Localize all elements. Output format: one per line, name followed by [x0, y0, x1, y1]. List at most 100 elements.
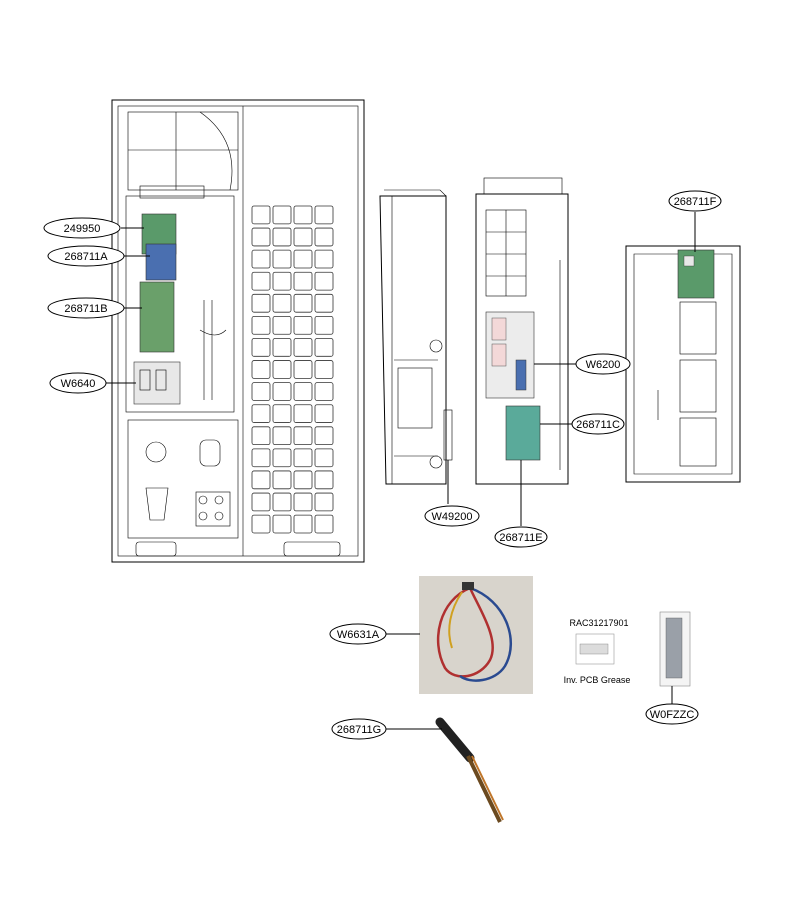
grid-cell	[293, 492, 313, 512]
grid-cell	[251, 404, 271, 423]
grid-cell	[272, 271, 292, 291]
grid-cell	[272, 249, 292, 269]
callout-268711e: 268711E	[494, 526, 548, 548]
side-panel-view	[379, 189, 453, 485]
grid-cell	[293, 382, 313, 401]
callout-label: 249950	[64, 223, 101, 235]
pcb-268711b	[139, 281, 175, 353]
grid-cell	[314, 293, 334, 313]
callout-label: W6631A	[337, 629, 380, 641]
grid-cell	[293, 426, 313, 446]
grid-cell	[293, 404, 313, 423]
grid-cell	[272, 426, 292, 446]
grid-cell	[314, 315, 334, 335]
temperature-sensor	[435, 717, 504, 823]
grid-cell	[251, 514, 271, 534]
pcb-268711f	[677, 249, 715, 299]
callout-w6631a: W6631A	[329, 623, 387, 645]
grid-cell	[293, 293, 313, 313]
grid-cell	[272, 338, 292, 357]
grid-cell	[272, 470, 292, 490]
grid-cell	[314, 271, 334, 291]
grid-cell	[314, 360, 334, 379]
grid-cell	[251, 448, 271, 468]
grid-cell	[272, 492, 292, 512]
grid-cell	[314, 205, 334, 225]
callout-label: 268711A	[64, 251, 108, 263]
pcb-268711c	[505, 405, 541, 461]
callout-268711b: 268711B	[47, 297, 125, 319]
grid-cell	[314, 426, 334, 446]
grid-cell	[314, 227, 334, 247]
grid-cell	[272, 360, 292, 379]
grid-cell	[251, 315, 271, 335]
callout-w6200: W6200	[575, 353, 631, 375]
callout-w0fzzc: W0FZZC	[645, 703, 699, 725]
grid-cell	[293, 360, 313, 379]
grid-cell	[251, 249, 271, 269]
callout-label: 268711G	[337, 724, 381, 736]
grid-cell	[251, 470, 271, 490]
callout-268711c: 268711C	[571, 413, 625, 435]
callout-label: W6640	[61, 378, 96, 390]
grid-cell	[272, 448, 292, 468]
grid-cell	[314, 338, 334, 357]
grid-cell	[251, 382, 271, 401]
grid-cell	[251, 426, 271, 446]
pcb-grease-item	[575, 633, 615, 665]
grid-cell	[314, 382, 334, 401]
callout-label: 268711B	[64, 303, 107, 315]
pcb-268711a	[145, 243, 177, 281]
grid-cell	[272, 205, 292, 225]
outdoor-unit-side-open-view	[475, 177, 569, 485]
grid-cell	[251, 271, 271, 291]
grid-cell	[293, 227, 313, 247]
callout-label: 268711C	[576, 419, 620, 431]
callout-w49200: W49200	[424, 505, 480, 527]
grid-cell	[251, 227, 271, 247]
callout-label: 268711F	[674, 196, 717, 208]
w0fzzc-part	[659, 611, 691, 687]
grid-cell	[293, 205, 313, 225]
outdoor-unit-front-view	[111, 99, 365, 563]
callout-268711g: 268711G	[331, 718, 387, 740]
grid-cell	[293, 315, 313, 335]
grid-cell	[314, 470, 334, 490]
wire-harness-photo	[419, 576, 533, 694]
leader-lines	[106, 212, 696, 730]
grease-caption: Inv. PCB Grease	[564, 675, 631, 685]
grid-cell	[251, 205, 271, 225]
grid-cell	[251, 360, 271, 379]
grid-cell	[272, 404, 292, 423]
grid-cell	[314, 249, 334, 269]
grease-part-number: RAC31217901	[569, 618, 628, 628]
terminal-block-w6640	[133, 361, 181, 405]
grid-cell	[272, 514, 292, 534]
grid-cell	[314, 404, 334, 423]
grid-cell	[272, 293, 292, 313]
grid-cell	[272, 315, 292, 335]
grid-cell	[251, 293, 271, 313]
grid-cell	[293, 271, 313, 291]
grid-cell	[314, 448, 334, 468]
grid-cell	[293, 249, 313, 269]
callout-268711a: 268711A	[47, 245, 125, 267]
grid-cell	[293, 338, 313, 357]
grid-cell	[293, 514, 313, 534]
grid-cell	[314, 514, 334, 534]
callout-249950: 249950	[43, 217, 121, 239]
callout-label: 268711E	[499, 532, 542, 544]
back-panel-view	[625, 245, 741, 483]
grid-cell	[293, 448, 313, 468]
grid-cell	[272, 227, 292, 247]
callout-268711f: 268711F	[668, 190, 722, 212]
heat-exchanger-grid	[251, 205, 334, 534]
callout-label: W0FZZC	[650, 709, 695, 721]
grid-cell	[293, 470, 313, 490]
callout-label: W49200	[432, 511, 473, 523]
grid-cell	[251, 492, 271, 512]
callout-label: W6200	[586, 359, 621, 371]
grid-cell	[272, 382, 292, 401]
grid-cell	[314, 492, 334, 512]
